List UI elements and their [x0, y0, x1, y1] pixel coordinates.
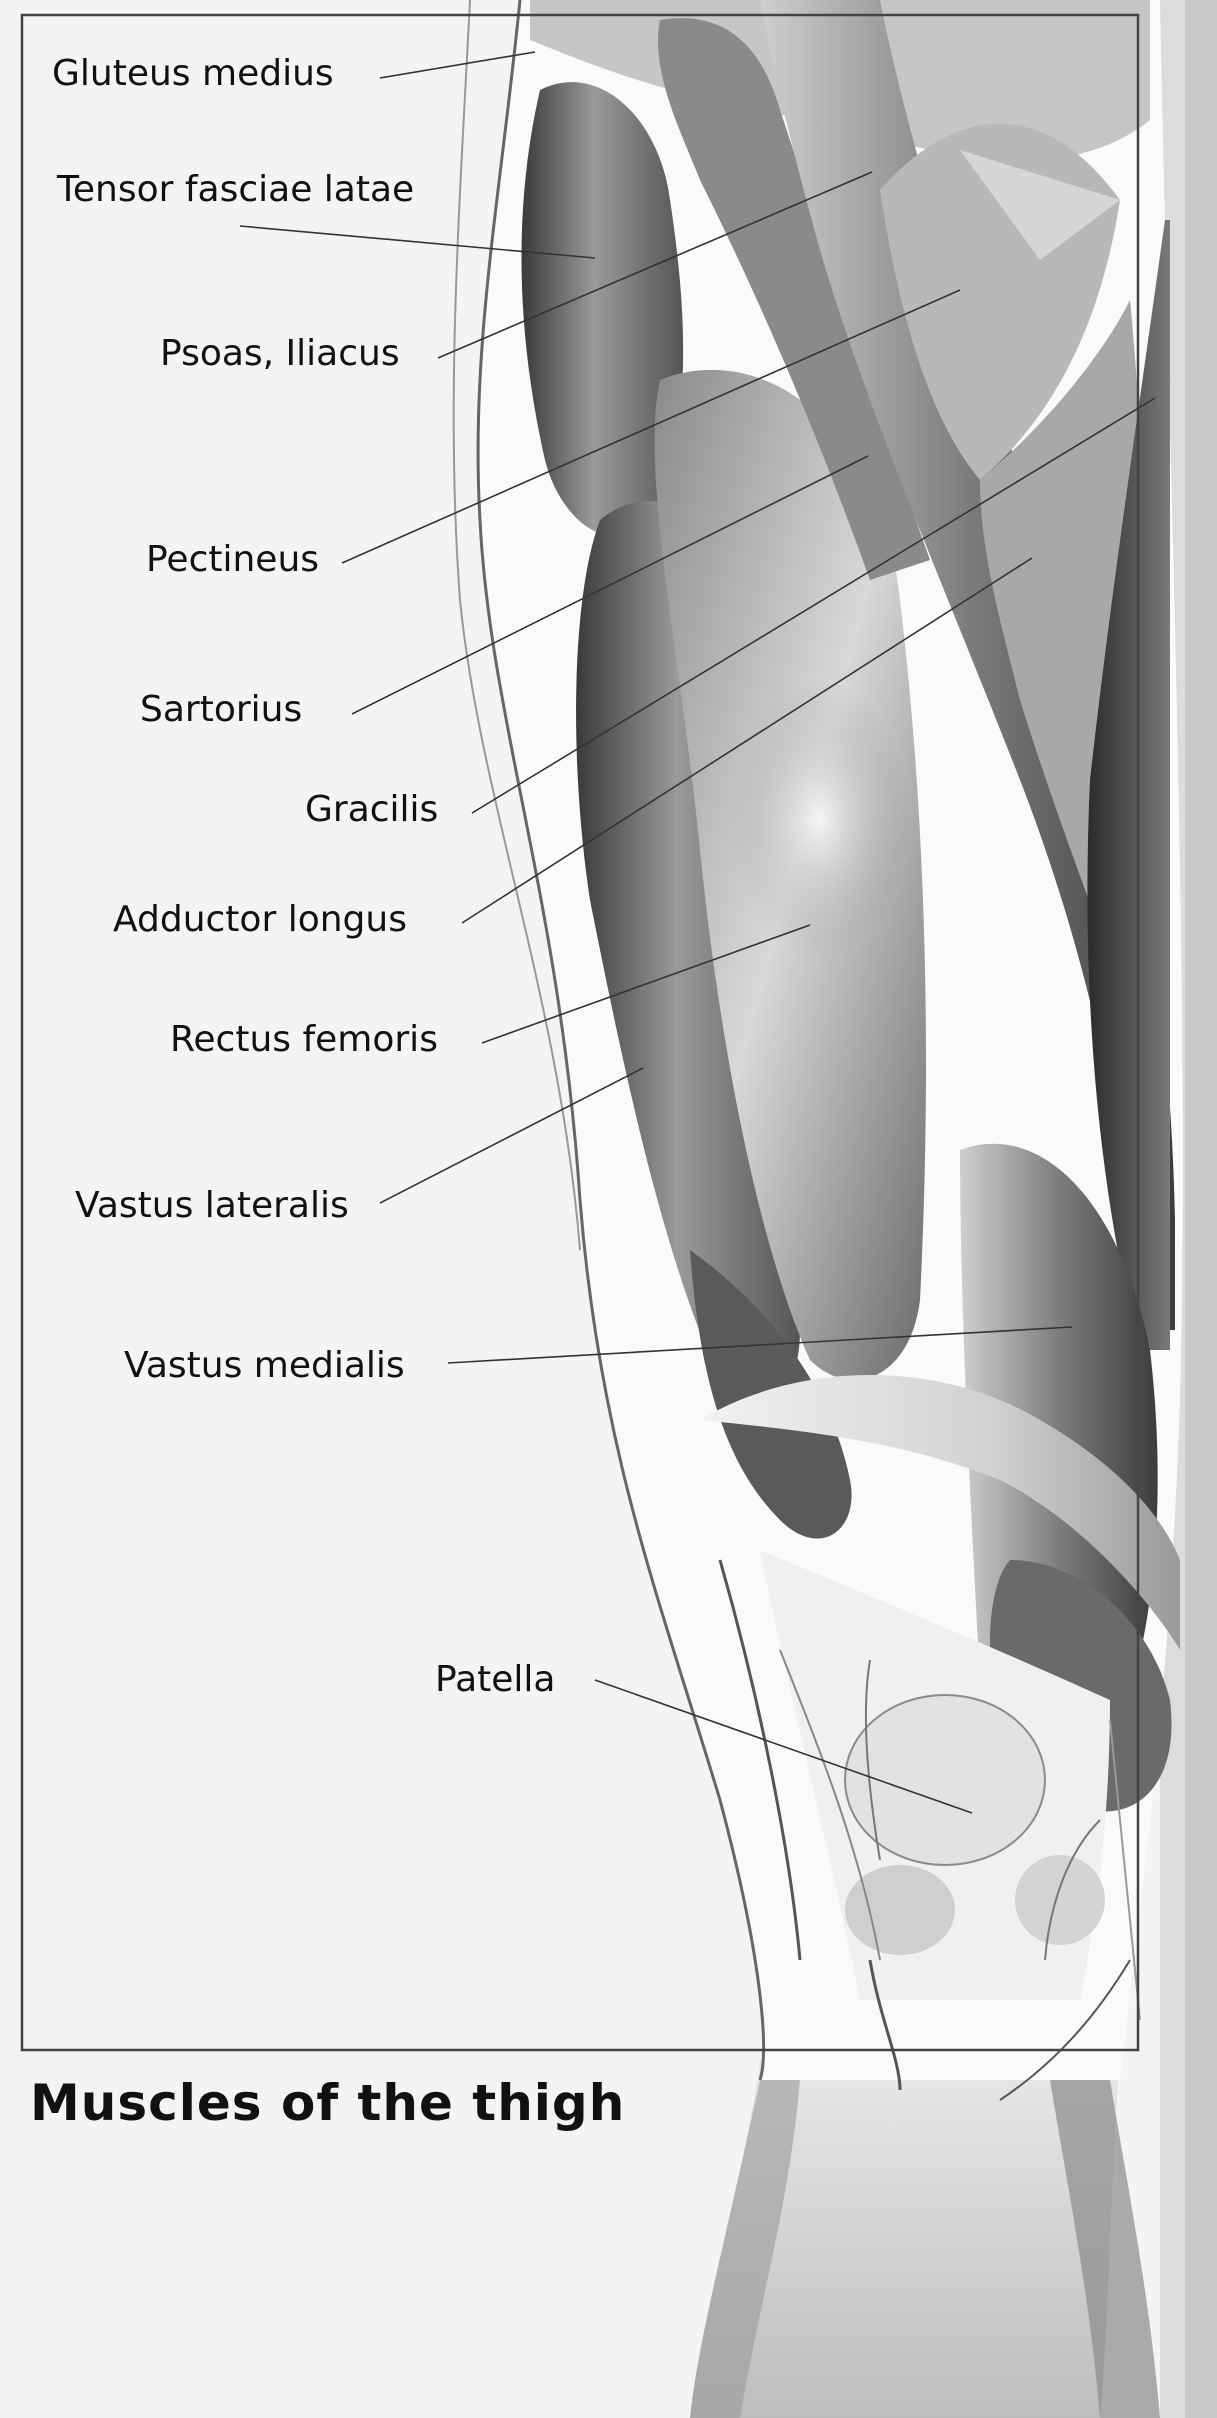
figure-title: Muscles of the thigh: [30, 2078, 625, 2128]
label-sartorius: Sartorius: [140, 692, 302, 728]
label-adductor-longus: Adductor longus: [113, 902, 407, 938]
label-gluteus-medius: Gluteus medius: [52, 56, 334, 92]
label-tensor-fasciae-latae: Tensor fasciae latae: [57, 172, 414, 208]
label-vastus-lateralis: Vastus lateralis: [75, 1188, 349, 1224]
label-psoas-iliacus: Psoas, Iliacus: [160, 336, 400, 372]
label-vastus-medialis: Vastus medialis: [124, 1348, 405, 1384]
label-rectus-femoris: Rectus femoris: [170, 1022, 438, 1058]
label-pectineus: Pectineus: [146, 542, 319, 578]
lower-leg-shape: [690, 2060, 1160, 2418]
label-gracilis: Gracilis: [305, 792, 438, 828]
label-patella: Patella: [435, 1662, 555, 1698]
